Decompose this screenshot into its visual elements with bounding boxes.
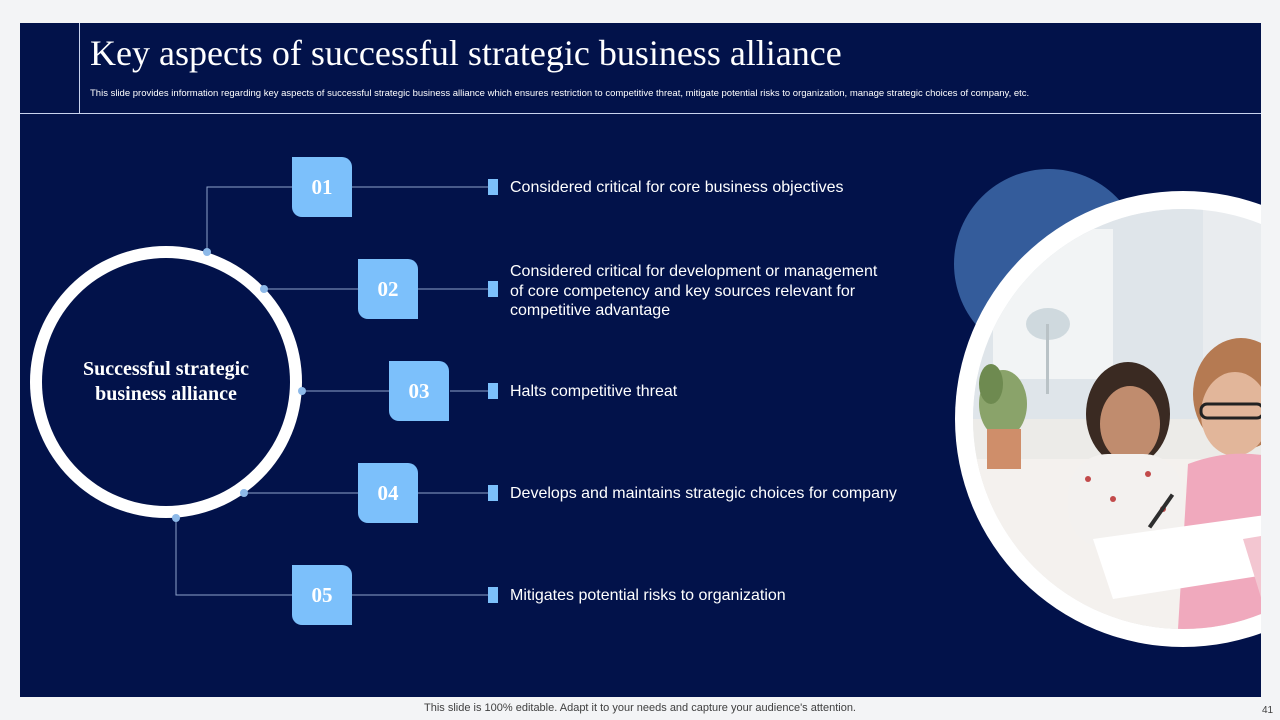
page-number: 41 — [1262, 705, 1274, 716]
item-text-03: Halts competitive threat — [510, 383, 678, 400]
item-text-04: Develops and maintains strategic choices… — [510, 485, 897, 502]
slide-subtitle: This slide provides information regardin… — [90, 88, 1030, 99]
hub-label: Successful strategic business alliance — [82, 358, 250, 405]
item-text-05: Mitigates potential risks to organizatio… — [510, 587, 786, 604]
step-badge-03: 03 — [389, 361, 449, 421]
hub-circle — [42, 258, 290, 506]
item-text-02: Considered critical for development or m… — [510, 263, 878, 319]
step-badge-01: 01 — [292, 157, 352, 217]
connector-dot-05 — [172, 514, 180, 522]
header-divider-horizontal — [20, 113, 1261, 114]
item-text-01: Considered critical for core business ob… — [510, 179, 844, 196]
connector-lines — [175, 186, 490, 596]
bullet-marker-03 — [488, 383, 498, 399]
header-divider-vertical — [79, 23, 80, 113]
connector-dot-02 — [260, 285, 268, 293]
bullet-marker-05 — [488, 587, 498, 603]
bullet-marker-01 — [488, 179, 498, 195]
step-badge-04: 04 — [358, 463, 418, 523]
slide: Key aspects of successful strategic busi… — [20, 23, 1261, 697]
connector-dot-04 — [240, 489, 248, 497]
connector-dot-01 — [203, 248, 211, 256]
bullet-marker-04 — [488, 485, 498, 501]
step-badge-05: 05 — [292, 565, 352, 625]
step-badge-02: 02 — [358, 259, 418, 319]
connector-dot-03 — [298, 387, 306, 395]
connector-05 — [175, 518, 292, 596]
slide-title: Key aspects of successful strategic busi… — [90, 33, 842, 73]
connector-01 — [206, 186, 292, 252]
footer-note: This slide is 100% editable. Adapt it to… — [424, 702, 856, 714]
bullet-marker-02 — [488, 281, 498, 297]
